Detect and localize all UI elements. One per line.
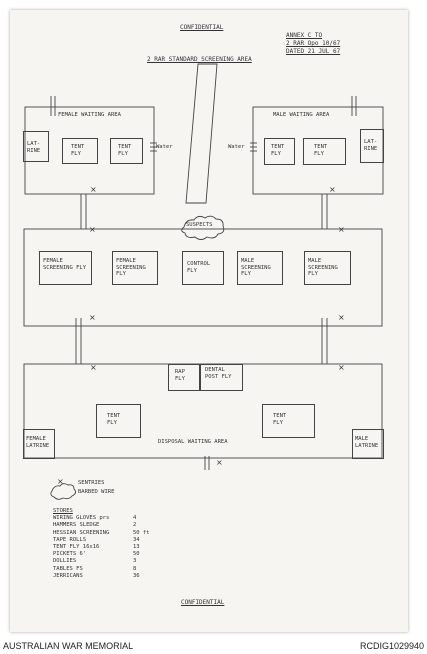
sentry-mark: × bbox=[216, 458, 223, 467]
female-screening-fly-1: FEMALE SCREENING FLY bbox=[39, 251, 92, 285]
store-qty: 50 ft bbox=[133, 529, 150, 536]
store-qty: 4 bbox=[133, 515, 137, 522]
water-label-left: Water bbox=[156, 144, 173, 150]
legend-sentries-label: SENTRIES bbox=[78, 480, 105, 486]
annex-line-2: 2 RAR Opo 10/67 bbox=[286, 40, 341, 47]
store-name: JERRICANS bbox=[53, 572, 83, 579]
annex-line-3: DATED 21 JUL 67 bbox=[286, 48, 341, 55]
water-label-right: Water bbox=[228, 144, 245, 150]
disposal-waiting-area-label: DISPOSAL WAITING AREA bbox=[158, 439, 228, 445]
male-screening-fly-2: MALE SCREENING FLY bbox=[304, 251, 351, 285]
annex-reference: ANNEX C TO 2 RAR Opo 10/67 DATED 21 JUL … bbox=[284, 30, 363, 58]
tent-fly-label: TENT FLY bbox=[118, 144, 132, 157]
latrine-label-right: LAT-RINE bbox=[364, 139, 378, 152]
sentry-mark: × bbox=[89, 313, 96, 322]
annex-line-1: ANNEX C TO bbox=[286, 32, 323, 39]
document-title: 2 RAR STANDARD SCREENING AREA bbox=[147, 56, 252, 63]
screening-fly-label: FEMALE SCREENING FLY bbox=[116, 258, 146, 277]
rap-fly-label: RAP FLY bbox=[175, 369, 185, 382]
control-fly: CONTROL FLY bbox=[182, 251, 224, 285]
store-name: PICKETS 6' bbox=[53, 551, 87, 558]
store-qty: 2 bbox=[133, 522, 137, 529]
dental-fly-label: DENTAL POST FLY bbox=[205, 367, 232, 380]
sentry-mark: × bbox=[338, 363, 345, 372]
latrine-label-left: LAT-RINE bbox=[27, 141, 41, 154]
store-name: TENT FLY 16x16 bbox=[53, 543, 100, 550]
rap-fly: RAP FLY bbox=[168, 364, 201, 391]
store-qty: 8 bbox=[133, 565, 137, 572]
tent-fly-label: TENT FLY bbox=[314, 144, 328, 157]
legend-barbed-wire-label: BARBED WIRE bbox=[78, 489, 115, 495]
tent-fly-label: TENT FLY bbox=[71, 144, 85, 157]
store-name: TAPE ROLLS bbox=[53, 536, 87, 543]
tent-fly-label: TENT FLY bbox=[107, 413, 121, 426]
screening-fly-label: MALE SCREENING FLY bbox=[308, 258, 338, 277]
female-tent-fly-1: TENT FLY bbox=[62, 138, 98, 164]
classification-bottom: CONFIDENTIAL bbox=[181, 599, 225, 606]
female-screening-fly-2: FEMALE SCREENING FLY bbox=[112, 251, 158, 285]
store-name: HESSIAN SCREENING bbox=[53, 529, 110, 536]
dental-post-fly: DENTAL POST FLY bbox=[199, 364, 243, 391]
tent-fly-label: TENT FLY bbox=[271, 144, 285, 157]
male-tent-fly-1: TENT FLY bbox=[264, 138, 295, 165]
female-waiting-area-outline bbox=[24, 106, 155, 195]
store-qty: 50 bbox=[133, 551, 140, 558]
male-screening-fly-1: MALE SCREENING FLY bbox=[237, 251, 283, 285]
store-qty: 36 bbox=[133, 572, 140, 579]
legend-sentry-symbol: × bbox=[57, 477, 64, 486]
store-qty: 3 bbox=[133, 558, 137, 565]
sentry-mark: × bbox=[90, 363, 97, 372]
control-fly-label: CONTROL FLY bbox=[187, 261, 211, 274]
male-latrine-bottom: MALE LATRINE bbox=[352, 429, 384, 459]
disposal-tent-fly-right: TENT FLY bbox=[262, 404, 315, 438]
sentry-mark: × bbox=[90, 185, 97, 194]
male-latrine-label: MALE LATRINE bbox=[355, 436, 379, 449]
stores-heading: STORES bbox=[53, 508, 73, 514]
female-waiting-area-label: FEMALE WAITING AREA bbox=[58, 112, 121, 118]
footer-source: AUSTRALIAN WAR MEMORIAL bbox=[3, 641, 134, 651]
female-tent-fly-2: TENT FLY bbox=[110, 138, 143, 164]
screen-partition bbox=[185, 63, 218, 204]
male-waiting-area-label: MALE WAITING AREA bbox=[273, 112, 330, 118]
screening-fly-label: FEMALE SCREENING FLY bbox=[43, 258, 87, 271]
store-qty: 13 bbox=[133, 543, 140, 550]
sentry-mark: × bbox=[338, 225, 345, 234]
male-latrine-box: LAT-RINE bbox=[360, 129, 384, 163]
legend-barbed-wire-symbol bbox=[50, 483, 77, 500]
store-qty: 34 bbox=[133, 536, 140, 543]
screening-fly-label: MALE SCREENING FLY bbox=[241, 258, 271, 277]
disposal-tent-fly-left: TENT FLY bbox=[96, 404, 141, 438]
screening-enclosure-outline bbox=[23, 228, 383, 327]
store-name: WIRING GLOVES prs bbox=[53, 515, 110, 522]
suspects-label: SUSPECTS bbox=[186, 222, 213, 228]
female-latrine-bottom: FEMALE LATRINE bbox=[23, 429, 55, 459]
tent-fly-label: TENT FLY bbox=[273, 413, 287, 426]
store-name: TABLES FS bbox=[53, 565, 83, 572]
suspects-cloud bbox=[181, 215, 225, 240]
store-name: HAMMERS SLEDGE bbox=[53, 522, 100, 529]
sentry-mark: × bbox=[338, 313, 345, 322]
male-tent-fly-2: TENT FLY bbox=[303, 138, 346, 165]
female-latrine-box: LAT-RINE bbox=[23, 131, 49, 162]
sentry-mark: × bbox=[89, 225, 96, 234]
store-name: DOLLIES bbox=[53, 558, 77, 565]
classification-top: CONFIDENTIAL bbox=[180, 24, 224, 31]
female-latrine-label: FEMALE LATRINE bbox=[26, 436, 50, 449]
footer-record-id: RCDIG1029940 bbox=[359, 641, 424, 651]
sentry-mark: × bbox=[329, 185, 336, 194]
